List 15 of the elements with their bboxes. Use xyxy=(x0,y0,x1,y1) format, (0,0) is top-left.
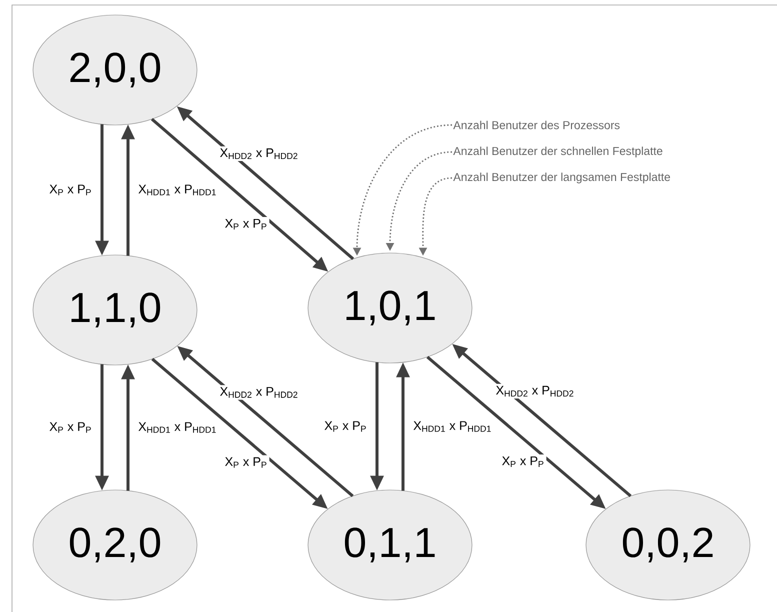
edge-label: X$_{P}$ x P$_{P}$ xyxy=(500,454,546,469)
annotation-text: Anzahl Benutzer des Prozessors xyxy=(453,120,620,130)
edge-label: X$_{HDD2}$ x P$_{HDD2}$ xyxy=(494,384,576,398)
edge-label: X$_{HDD1}$ x P$_{HDD1}$ xyxy=(136,182,219,198)
edge-label: X$_{HDD2}$ x P$_{HDD2}$ xyxy=(218,146,300,161)
edge-label: X$_{HDD1}$ x P$_{HDD1}$ xyxy=(136,420,219,435)
edge-label: X$_{HDD2}$ x P$_{HDD2}$ xyxy=(218,385,300,400)
edge-label: X$_{P}$ x P$_{P}$ xyxy=(222,217,270,232)
edge-label: X$_{P}$ x P$_{P}$ xyxy=(222,455,270,470)
annotation-text: Anzahl Benutzer der langsamen Festplatte xyxy=(453,172,670,184)
edge-label: X$_{P}$ x P$_{P}$ xyxy=(322,419,369,434)
annotation-text: Anzahl Benutzer der schnellen Festplatte xyxy=(453,146,662,158)
edge-label: X$_{HDD1}$ x P$_{HDD1}$ xyxy=(411,419,494,434)
edge-label: X$_{P}$ x P$_{P}$ xyxy=(47,182,94,198)
edge-label: X$_{P}$ x P$_{P}$ xyxy=(47,420,94,435)
